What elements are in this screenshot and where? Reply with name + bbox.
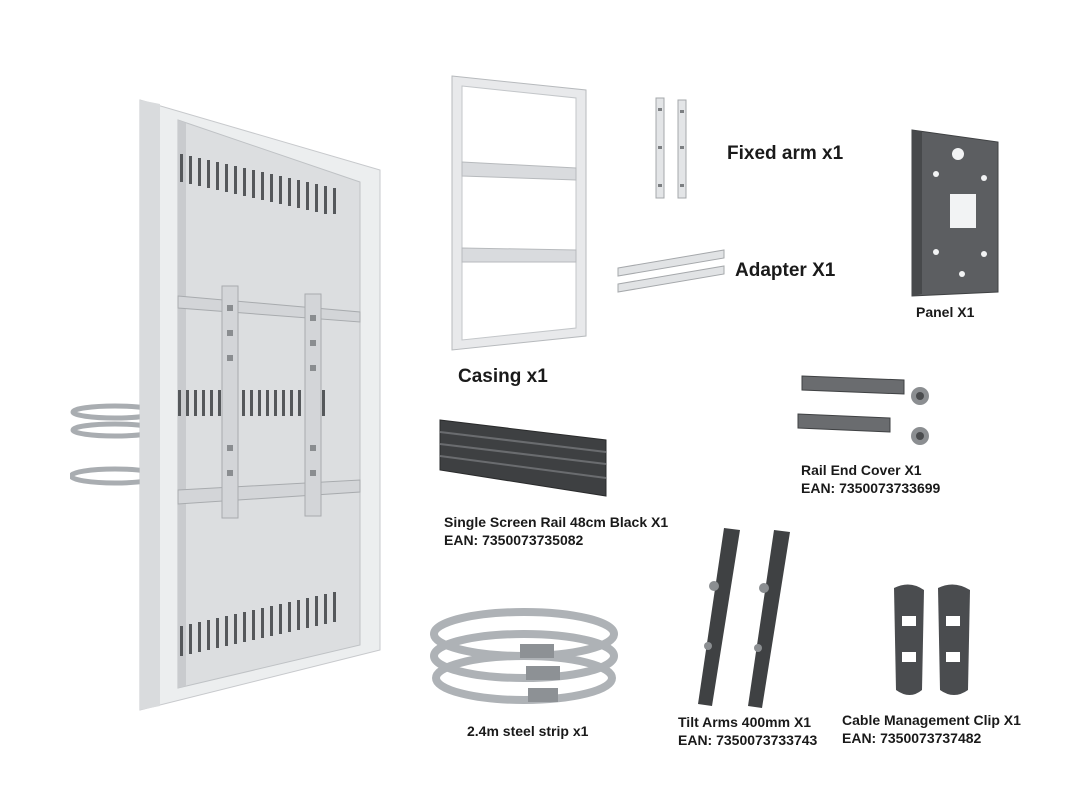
panel-image xyxy=(911,129,999,297)
single-screen-rail-ean: EAN: 7350073735082 xyxy=(444,531,584,548)
casing-label: Casing x1 xyxy=(458,365,548,389)
steel-strip-label: 2.4m steel strip x1 xyxy=(467,723,588,741)
tilt-arms-ean: EAN: 7350073733743 xyxy=(678,731,818,748)
steel-strip-name: 2.4m steel strip x1 xyxy=(467,723,589,739)
rail-end-cover-ean: EAN: 7350073733699 xyxy=(801,479,941,496)
cable-clip-label: Cable Management Clip X1 EAN: 7350073737… xyxy=(842,712,1021,747)
cable-clip-name: Cable Management Clip X1 xyxy=(842,712,1021,728)
single-screen-rail-label: Single Screen Rail 48cm Black X1 EAN: 73… xyxy=(444,514,668,549)
adapter-name: Adapter X1 xyxy=(735,260,836,281)
fixed-arm-image xyxy=(655,97,687,199)
rail-end-cover-name: Rail End Cover X1 xyxy=(801,462,922,478)
tilt-arms-image xyxy=(698,528,790,708)
casing-frame-image xyxy=(451,75,587,351)
steel-strip-image xyxy=(430,608,618,704)
assembled-casing-image xyxy=(70,99,381,711)
single-screen-rail-name: Single Screen Rail 48cm Black X1 xyxy=(444,514,669,530)
fixed-arm-name: Fixed arm x1 xyxy=(727,143,844,164)
rail-end-cover-label: Rail End Cover X1 EAN: 7350073733699 xyxy=(801,462,940,497)
single-screen-rail-image xyxy=(439,419,607,497)
tilt-arms-name: Tilt Arms 400mm X1 xyxy=(678,714,812,730)
panel-name: Panel X1 xyxy=(916,304,975,320)
casing-name: Casing x1 xyxy=(458,366,548,387)
cable-clip-image xyxy=(894,584,970,695)
rail-end-cover-image xyxy=(797,375,929,445)
fixed-arm-label: Fixed arm x1 xyxy=(727,142,843,166)
adapter-image xyxy=(617,249,725,293)
adapter-label: Adapter X1 xyxy=(735,259,835,283)
panel-label: Panel X1 xyxy=(916,304,974,322)
tilt-arms-label: Tilt Arms 400mm X1 EAN: 7350073733743 xyxy=(678,714,817,749)
cable-clip-ean: EAN: 7350073737482 xyxy=(842,729,982,746)
